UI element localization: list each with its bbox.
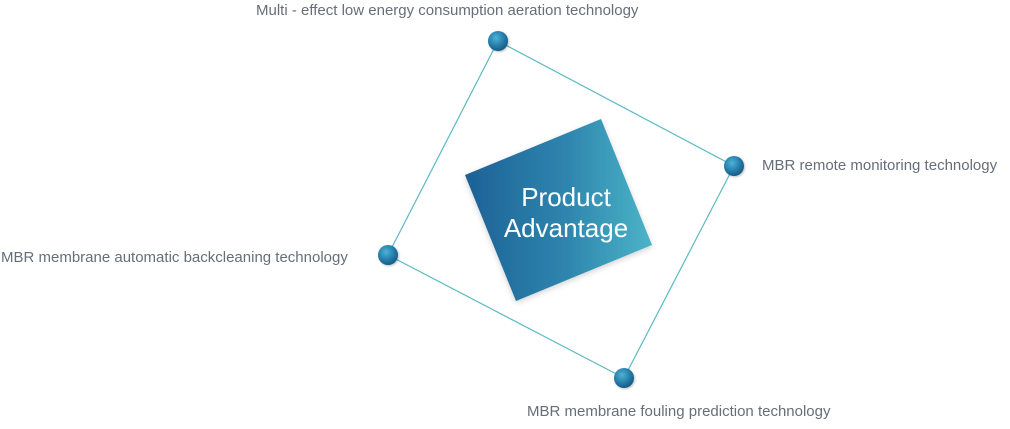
center-title-line1: Product	[521, 182, 611, 212]
node-left-dot	[378, 245, 398, 265]
center-title: Product Advantage	[468, 182, 664, 244]
node-right-dot	[724, 156, 744, 176]
node-right-label: MBR remote monitoring technology	[762, 157, 998, 174]
node-top-dot	[488, 31, 508, 51]
node-left-label: MBR membrane automatic backcleaning tech…	[1, 249, 348, 266]
center-title-line2: Advantage	[503, 213, 629, 243]
node-bottom-dot	[614, 368, 634, 388]
node-bottom-label: MBR membrane fouling prediction technolo…	[527, 403, 831, 420]
node-top-label: Multi - effect low energy consumption ae…	[256, 2, 639, 19]
center-diamond	[465, 119, 652, 301]
